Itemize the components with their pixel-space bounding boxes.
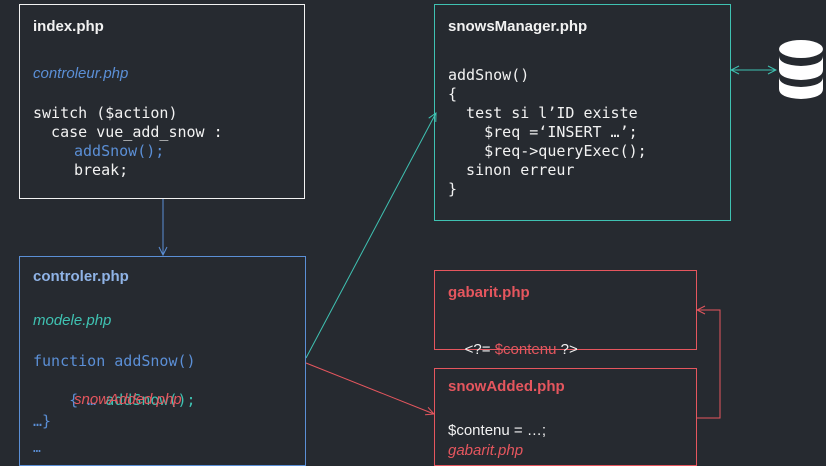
manager-code-line-4: $req =‘INSERT …’; <box>448 123 638 141</box>
index-code-line-1: switch ($action) <box>33 104 178 122</box>
snowadded-line-2: gabarit.php <box>448 442 524 459</box>
manager-title: snowsManager.php <box>448 18 588 35</box>
controler-subtitle: modele.php <box>33 312 112 329</box>
manager-code-line-7: } <box>448 180 458 198</box>
snowadded-box: snowAdded.php $contenu = …; gabarit.php <box>434 368 697 466</box>
gabarit-title: gabarit.php <box>448 284 530 301</box>
snowadded-title: snowAdded.php <box>448 378 565 395</box>
index-box: index.php controleur.php switch ($action… <box>19 4 305 199</box>
controler-code-line-3: snowAdded.php <box>74 391 182 408</box>
index-subtitle: controleur.php <box>33 65 129 82</box>
manager-code-line-2: { <box>448 85 458 103</box>
index-code-line-4: break; <box>74 161 129 179</box>
controler-code-line-4: …} <box>33 412 52 430</box>
manager-code-line-1: addSnow() <box>448 66 530 84</box>
snowadded-line-1: $contenu = …; <box>448 422 546 439</box>
manager-box: snowsManager.php addSnow() { test si l’I… <box>434 4 731 221</box>
gabarit-line: <?= $contenu ?> <box>448 324 578 375</box>
index-code-line-2: case vue_add_snow : <box>33 123 223 141</box>
controler-code-line-2: { … addSnow(); <box>33 372 196 429</box>
controler-code-line-2-prefix: { … <box>69 391 106 409</box>
arrow-controler-to-snowadded <box>305 362 434 414</box>
gabarit-line-suffix: ?> <box>556 341 578 358</box>
manager-code-line-6: sinon erreur <box>448 161 575 179</box>
controler-code-line-5: … <box>33 441 41 456</box>
controler-title: controler.php <box>33 268 129 285</box>
arrow-controler-to-manager <box>305 113 436 359</box>
manager-code-line-5: $req->queryExec(); <box>448 142 647 160</box>
manager-code-line-3: test si l’ID existe <box>448 104 638 122</box>
controler-code-line-2-call: addSnow(); <box>105 391 196 409</box>
controler-box: controler.php modele.php function addSno… <box>19 256 306 466</box>
index-title: index.php <box>33 18 104 35</box>
arrow-snowadded-to-gabarit <box>696 310 721 419</box>
gabarit-line-var: $contenu <box>494 341 557 358</box>
index-code-line-3: addSnow(); <box>74 142 165 160</box>
controler-code-line-1: function addSnow() <box>33 352 196 370</box>
gabarit-line-prefix: <?= <box>464 341 495 358</box>
database-icon <box>777 39 825 104</box>
gabarit-box: gabarit.php <?= $contenu ?> <box>434 270 697 358</box>
